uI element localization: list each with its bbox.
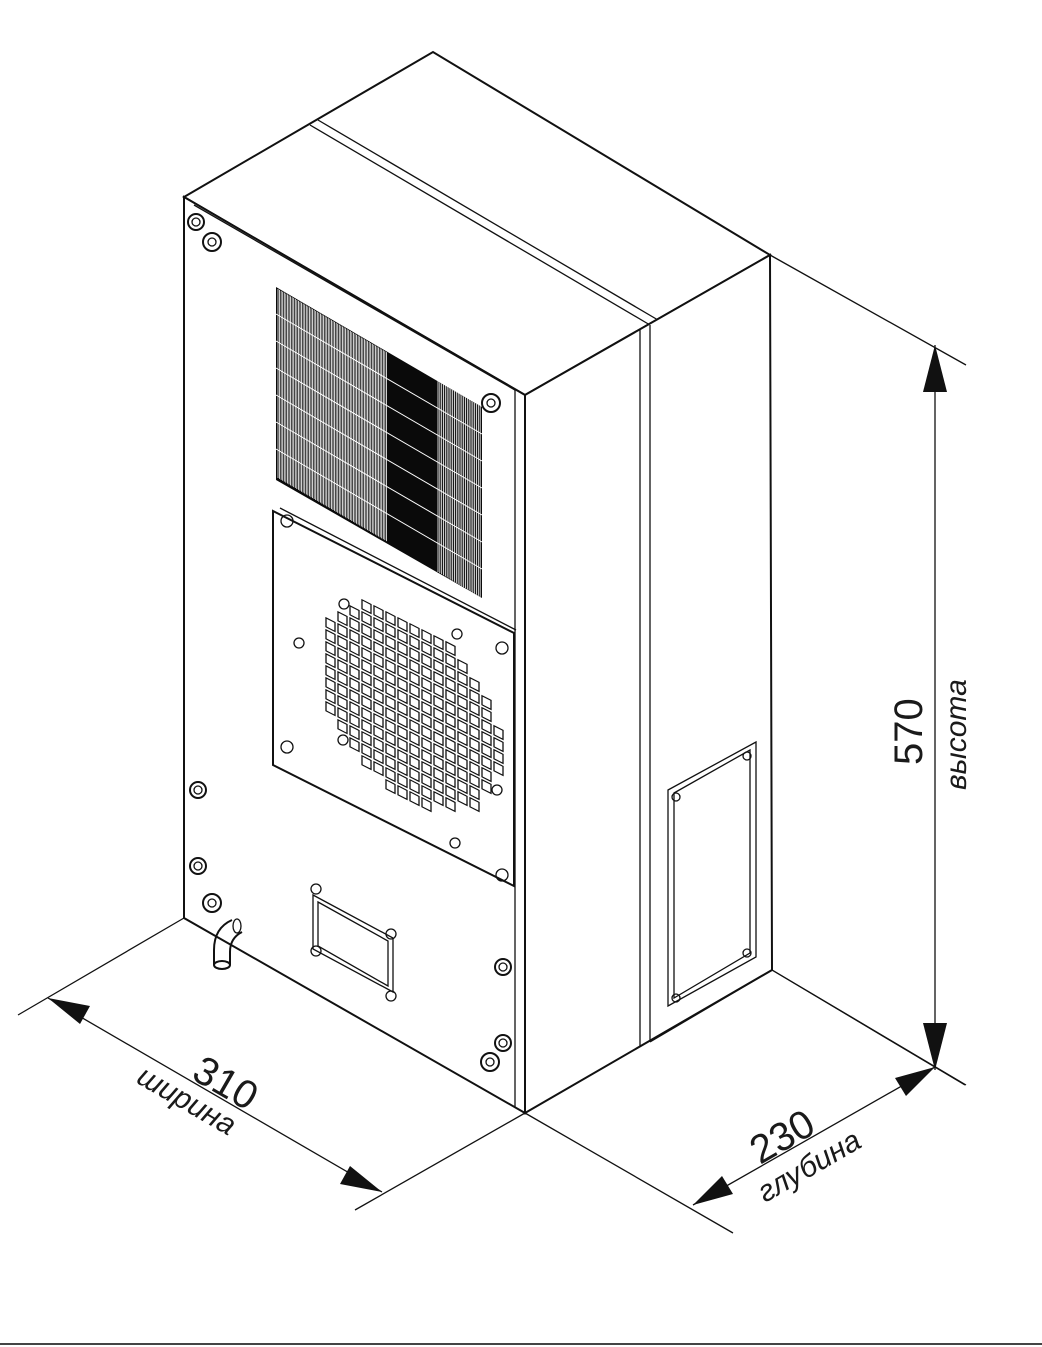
bolt-icon xyxy=(189,857,207,875)
fan-plate xyxy=(272,509,515,888)
bolt-icon xyxy=(480,1052,500,1072)
bolt-icon xyxy=(494,1034,512,1052)
grille xyxy=(275,287,483,598)
top-seam xyxy=(309,124,651,326)
fan-panel xyxy=(272,507,517,888)
dimension-lines xyxy=(17,254,967,1234)
bottom-rule xyxy=(0,1343,1042,1345)
fan-plate-screws xyxy=(280,514,509,882)
drain-pipe-icon xyxy=(213,918,243,970)
front-label-plate xyxy=(310,883,397,1002)
bolt-icon xyxy=(202,232,222,252)
bolt-icon xyxy=(187,213,205,231)
grille-panel xyxy=(276,287,482,598)
bolt-icon xyxy=(189,781,207,799)
height-value: 570 xyxy=(887,698,931,765)
side-face xyxy=(524,253,774,1115)
bolts xyxy=(187,213,512,1072)
bolt-icon xyxy=(494,958,512,976)
bolt-icon xyxy=(202,893,222,913)
height-label: высота xyxy=(940,679,973,790)
bolt-icon xyxy=(481,393,501,413)
side-label-plate xyxy=(667,740,757,1008)
